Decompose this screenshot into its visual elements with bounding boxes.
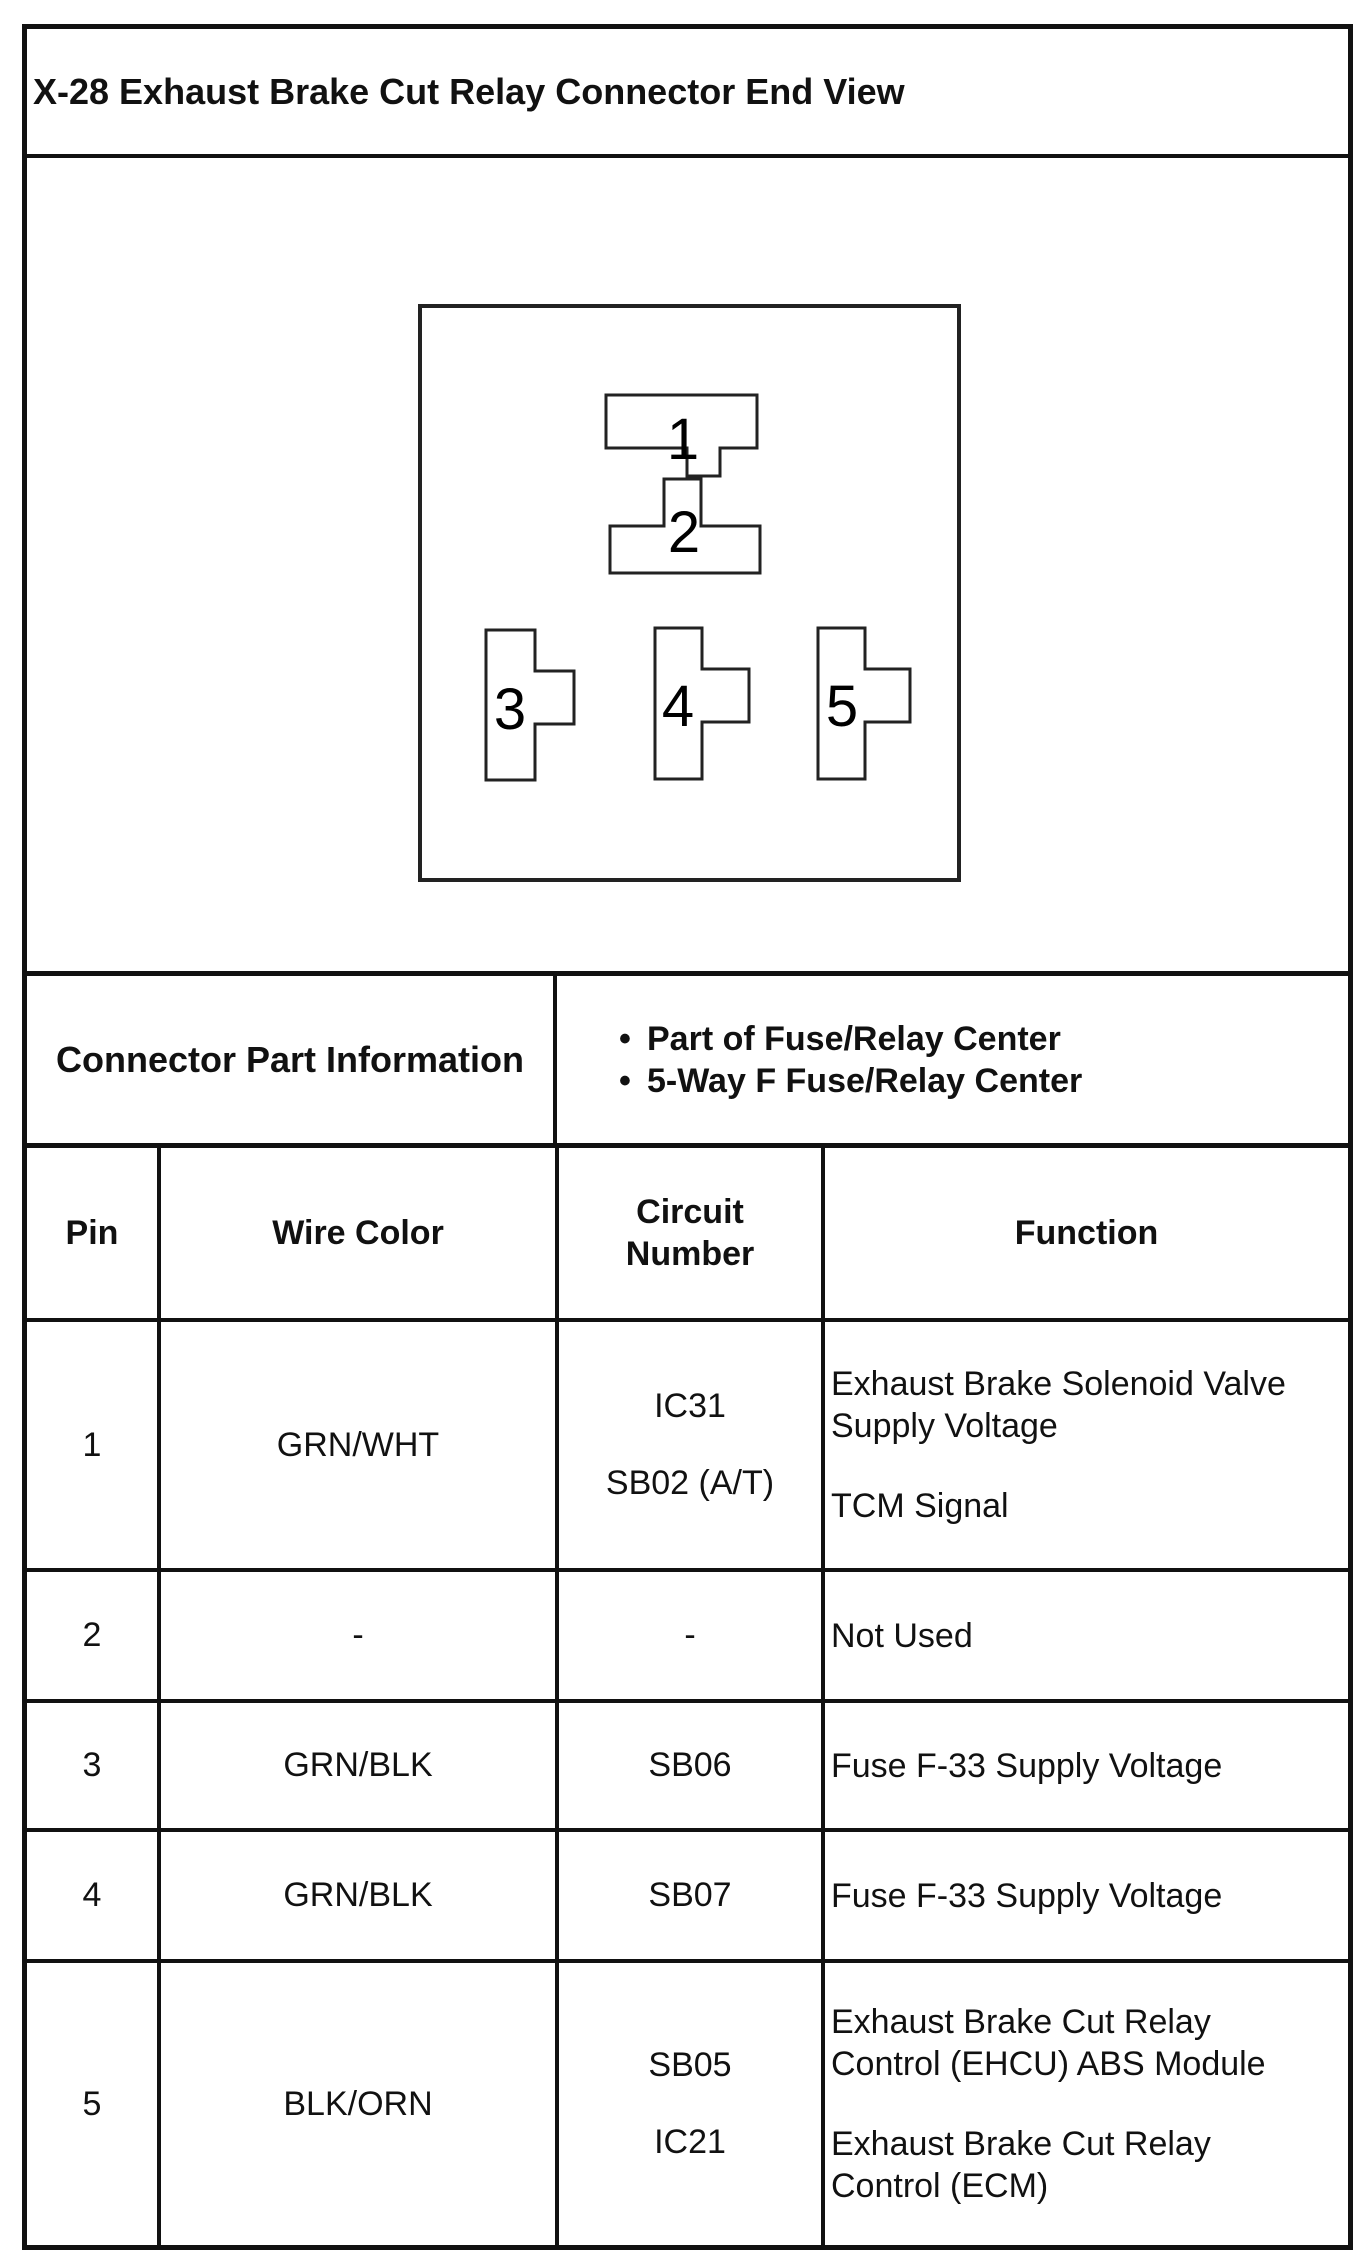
circuit-value: SB05 bbox=[648, 2046, 732, 2084]
terminal-5-shape bbox=[816, 626, 912, 781]
pin-cell: 4 bbox=[27, 1828, 161, 1963]
connector-housing bbox=[418, 304, 961, 882]
bullet-glyph: • bbox=[619, 1019, 631, 1058]
wire-color-cell: GRN/BLK bbox=[157, 1699, 559, 1832]
pin-cell: 1 bbox=[27, 1318, 161, 1572]
function-line: Exhaust Brake Cut Relay bbox=[831, 2003, 1211, 2041]
function-line: Exhaust Brake Solenoid Valve bbox=[831, 1365, 1286, 1403]
table-row: 4 GRN/BLK SB07 Fuse F-33 Supply Voltage bbox=[27, 1828, 1348, 1963]
function-cell: Fuse F-33 Supply Voltage bbox=[821, 1828, 1348, 1963]
part-info-item: • 5-Way F Fuse/Relay Center bbox=[557, 1060, 1348, 1102]
table-row: 5 BLK/ORN SB05 IC21 Exhaust Brake Cut Re… bbox=[27, 1959, 1348, 2245]
header-circuit-number: Circuit Number bbox=[555, 1148, 825, 1322]
terminal-5-label: 5 bbox=[826, 674, 858, 739]
pin-cell: 5 bbox=[27, 1959, 161, 2245]
wire-color-cell: - bbox=[157, 1568, 559, 1703]
table-row: 2 - - Not Used bbox=[27, 1568, 1348, 1703]
table-row: 1 GRN/WHT IC31 SB02 (A/T) Exhaust Brake … bbox=[27, 1318, 1348, 1572]
connector-end-view: 1 2 3 4 5 bbox=[27, 158, 1348, 976]
circuit-cell: SB06 bbox=[555, 1699, 825, 1832]
function-line: Exhaust Brake Cut Relay bbox=[831, 2125, 1211, 2163]
function-line: Control (ECM) bbox=[831, 2167, 1049, 2205]
function-line: Supply Voltage bbox=[831, 1407, 1058, 1445]
connector-sheet: X-28 Exhaust Brake Cut Relay Connector E… bbox=[22, 24, 1353, 2250]
table-header-row: Pin Wire Color Circuit Number Function bbox=[27, 1148, 1348, 1322]
part-info-label: Connector Part Information bbox=[27, 976, 557, 1143]
wire-color-cell: GRN/BLK bbox=[157, 1828, 559, 1963]
table-row: 3 GRN/BLK SB06 Fuse F-33 Supply Voltage bbox=[27, 1699, 1348, 1832]
wire-color-cell: BLK/ORN bbox=[157, 1959, 559, 2245]
circuit-cell: IC31 SB02 (A/T) bbox=[555, 1318, 825, 1572]
terminal-1-label: 1 bbox=[667, 407, 699, 472]
part-info-item: • Part of Fuse/Relay Center bbox=[557, 1018, 1348, 1060]
terminal-4-shape bbox=[653, 626, 751, 781]
connector-diagram: 1 2 3 4 5 bbox=[418, 304, 961, 882]
part-info-list: • Part of Fuse/Relay Center • 5-Way F Fu… bbox=[557, 976, 1348, 1143]
function-line: TCM Signal bbox=[831, 1487, 1009, 1525]
title-row: X-28 Exhaust Brake Cut Relay Connector E… bbox=[27, 29, 1348, 158]
pin-cell: 3 bbox=[27, 1699, 161, 1832]
header-wire-color: Wire Color bbox=[157, 1148, 559, 1322]
terminal-2-shape bbox=[608, 477, 762, 575]
bullet-glyph: • bbox=[619, 1061, 631, 1100]
terminal-3-label: 3 bbox=[494, 677, 526, 742]
function-cell: Exhaust Brake Solenoid Valve Supply Volt… bbox=[821, 1318, 1348, 1572]
function-line: Control (EHCU) ABS Module bbox=[831, 2045, 1266, 2083]
wire-color-cell: GRN/WHT bbox=[157, 1318, 559, 1572]
terminal-4-label: 4 bbox=[662, 674, 694, 739]
circuit-cell: SB05 IC21 bbox=[555, 1959, 825, 2245]
pinout-table: Pin Wire Color Circuit Number Function 1… bbox=[27, 1148, 1348, 2245]
part-info-text: 5-Way F Fuse/Relay Center bbox=[647, 1061, 1083, 1100]
terminal-2-label: 2 bbox=[668, 500, 700, 565]
part-info-text: Part of Fuse/Relay Center bbox=[647, 1019, 1061, 1058]
connector-part-info: Connector Part Information • Part of Fus… bbox=[27, 976, 1348, 1148]
terminal-1-shape bbox=[604, 393, 759, 478]
function-cell: Fuse F-33 Supply Voltage bbox=[821, 1699, 1348, 1832]
circuit-value: IC21 bbox=[654, 2123, 726, 2161]
pin-cell: 2 bbox=[27, 1568, 161, 1703]
circuit-value: IC31 bbox=[654, 1387, 726, 1425]
terminal-3-shape bbox=[484, 628, 576, 782]
function-cell: Not Used bbox=[821, 1568, 1348, 1703]
circuit-value: SB02 (A/T) bbox=[605, 1464, 775, 1502]
header-circuit-line: Number bbox=[625, 1235, 755, 1273]
header-circuit-line: Circuit bbox=[636, 1193, 744, 1231]
header-function: Function bbox=[821, 1148, 1348, 1322]
page-title: X-28 Exhaust Brake Cut Relay Connector E… bbox=[33, 71, 905, 112]
header-pin: Pin bbox=[27, 1148, 161, 1322]
circuit-cell: - bbox=[555, 1568, 825, 1703]
function-cell: Exhaust Brake Cut Relay Control (EHCU) A… bbox=[821, 1959, 1348, 2245]
circuit-cell: SB07 bbox=[555, 1828, 825, 1963]
